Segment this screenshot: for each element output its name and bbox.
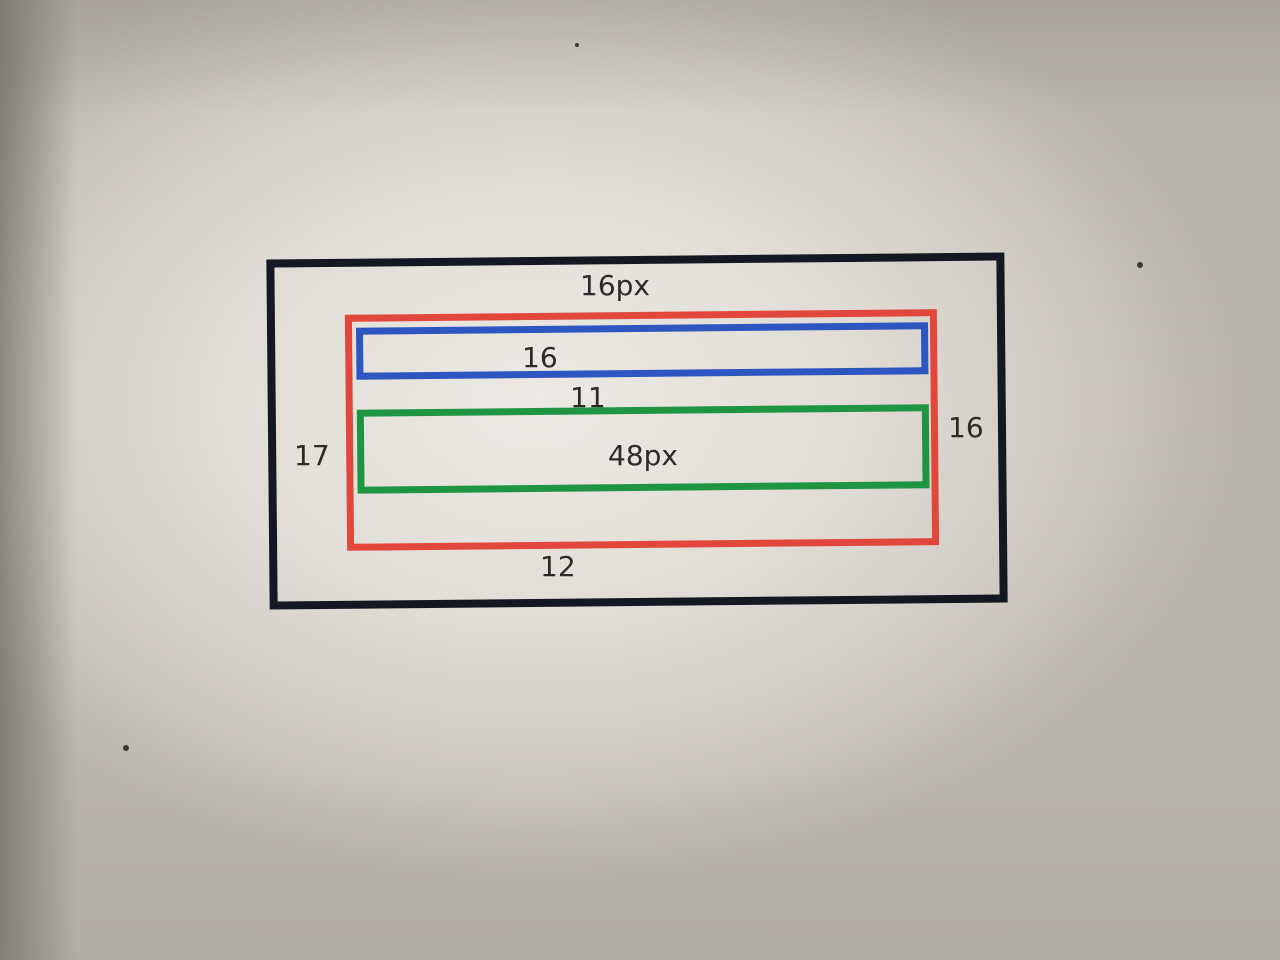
outer-box <box>266 252 1008 610</box>
red-box <box>344 309 940 551</box>
screen-speck <box>123 745 129 751</box>
right-padding-label: 16 <box>948 411 984 444</box>
screen-speck <box>575 43 579 47</box>
left-padding-label: 17 <box>294 439 330 472</box>
screen-speck <box>1137 262 1143 268</box>
gap-label: 11 <box>570 381 606 414</box>
top-padding-label: 16px <box>580 269 650 302</box>
blue-box <box>355 322 929 380</box>
bottom-padding-label: 12 <box>540 550 576 583</box>
green-box-label: 48px <box>608 439 678 472</box>
blue-box-label: 16 <box>522 341 558 374</box>
